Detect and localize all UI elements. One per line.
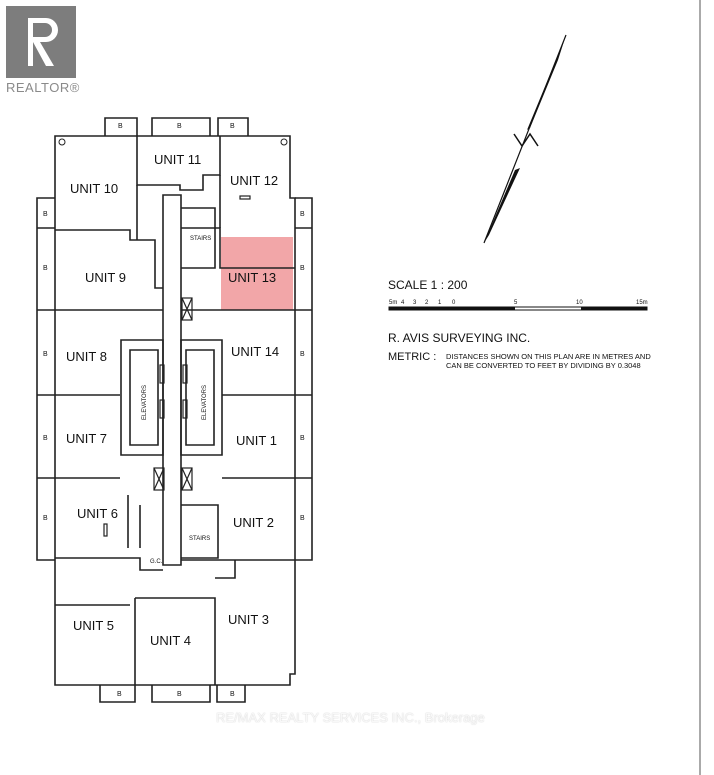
metric-label: METRIC : [388, 351, 436, 363]
scale-tick: 3 [413, 300, 417, 306]
columns [58, 138, 288, 146]
balcony-label: B [177, 123, 182, 130]
surveyor-name: R. AVIS SURVEYING INC. [388, 331, 530, 345]
scale-tick: 5m [389, 300, 397, 306]
scale-tick: 4 [401, 300, 405, 306]
unit-14-label: UNIT 14 [231, 344, 279, 359]
balcony-label: B [43, 351, 48, 358]
balcony-label: B [43, 211, 48, 218]
elevators-right-label: ELEVATORS [202, 385, 208, 420]
balcony-label: B [300, 435, 305, 442]
balcony-label: B [118, 123, 123, 130]
scale-tick: 5 [514, 300, 518, 306]
unit-1-label: UNIT 1 [236, 433, 277, 448]
elevator-shafts [103, 195, 251, 537]
north-arrow-icon [483, 34, 567, 244]
scale-tick-labels: 5m 4 3 2 1 0 5 10 15m [389, 300, 648, 306]
scale-tick: 1 [438, 300, 442, 306]
realtor-logo-text: REALTOR® [6, 80, 80, 95]
balcony-label: B [230, 123, 235, 130]
unit-13-label: UNIT 13 [228, 270, 276, 285]
elevators-left-label: ELEVATORS [142, 385, 148, 420]
building-outline [36, 117, 313, 703]
unit-6-label: UNIT 6 [77, 506, 118, 521]
unit-11-label: UNIT 11 [154, 152, 201, 167]
stairs-bottom-label: STAIRS [189, 536, 210, 542]
balcony-label: B [43, 515, 48, 522]
scale-tick: 10 [576, 300, 583, 306]
scale-tick: 15m [636, 300, 648, 306]
unit-2-label: UNIT 2 [233, 515, 274, 530]
balcony-label: B [300, 211, 305, 218]
scale-bar [388, 306, 648, 311]
balcony-label: B [300, 515, 305, 522]
scale-tick: 2 [425, 300, 429, 306]
balcony-label: B [43, 435, 48, 442]
unit-labels: UNIT 10 UNIT 11 UNIT 12 UNIT 9 UNIT 13 U… [66, 152, 279, 648]
unit-9-label: UNIT 9 [85, 270, 126, 285]
unit-5-label: UNIT 5 [73, 618, 114, 633]
gc-label: G.C. [150, 559, 163, 565]
unit-3-label: UNIT 3 [228, 612, 269, 627]
balcony-label: B [43, 265, 48, 272]
balcony-label: B [300, 351, 305, 358]
metric-note-line2: CAN BE CONVERTED TO FEET BY DIVIDING BY … [446, 361, 641, 370]
scale-tick: 0 [452, 300, 456, 306]
brokerage-watermark: RE/MAX REALTY SERVICES INC., Brokerage [216, 710, 485, 725]
scale-title: SCALE 1 : 200 [388, 278, 468, 292]
unit-13-highlight [221, 237, 293, 310]
unit-10-label: UNIT 10 [70, 181, 118, 196]
realtor-logo [6, 6, 76, 78]
unit-7-label: UNIT 7 [66, 431, 107, 446]
realtor-r-logo-icon [28, 18, 58, 66]
balcony-label: B [177, 691, 182, 698]
unit-12-label: UNIT 12 [230, 173, 278, 188]
unit-8-label: UNIT 8 [66, 349, 107, 364]
balcony-label: B [230, 691, 235, 698]
balcony-labels: B B B B B B B B B B B B B B B B [43, 123, 305, 698]
service-labels: STAIRS STAIRS G.C. ELEVATORS ELEVATORS [142, 236, 211, 565]
balcony-label: B [117, 691, 122, 698]
stairs-top-label: STAIRS [190, 236, 211, 242]
unit-4-label: UNIT 4 [150, 633, 191, 648]
balcony-label: B [300, 265, 305, 272]
metric-note-line1: DISTANCES SHOWN ON THIS PLAN ARE IN METR… [446, 352, 651, 361]
